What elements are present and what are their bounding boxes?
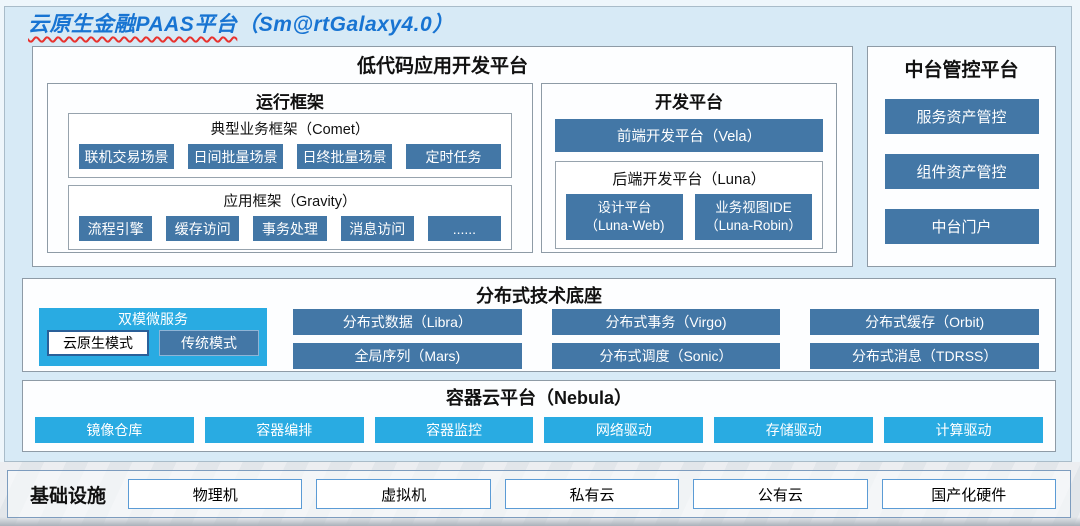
luna-backend-box: 后端开发平台（Luna） 设计平台 （Luna-Web) 业务视图IDE （Lu…: [555, 161, 823, 249]
dual-mode-title: 双模微服务: [118, 311, 188, 327]
distributed-item: 分布式数据（Libra）: [293, 309, 522, 335]
runtime-framework-title: 运行框架: [256, 93, 324, 112]
luna-web-block: 设计平台 （Luna-Web): [566, 194, 683, 240]
luna-web-line1: 设计平台: [597, 200, 652, 216]
container-item: 计算驱动: [884, 417, 1043, 443]
luna-web-line2: （Luna-Web): [584, 218, 665, 233]
comet-framework-title: 典型业务框架（Comet）: [210, 122, 370, 138]
distributed-item: 全局序列（Mars): [293, 343, 522, 369]
container-item: 存储驱动: [714, 417, 874, 443]
comet-item: 日终批量场景: [297, 144, 392, 169]
comet-item: 日间批量场景: [188, 144, 283, 169]
luna-robin-line1: 业务视图IDE: [715, 200, 792, 216]
luna-robin-block: 业务视图IDE （Luna-Robin）: [695, 194, 812, 240]
distributed-items-grid: 分布式数据（Libra） 分布式事务（Virgo) 分布式缓存（Orbit) 全…: [293, 309, 1039, 369]
luna-backend-title: 后端开发平台（Luna）: [612, 171, 766, 188]
container-item: 容器监控: [374, 417, 534, 443]
gravity-item: 流程引擎: [79, 216, 153, 241]
gravity-framework-box: 应用框架（Gravity） 流程引擎 缓存访问 事务处理 消息访问 ......: [68, 185, 512, 250]
lowcode-platform-box: 低代码应用开发平台 运行框架 典型业务框架（Comet） 联机交易场景 日间批量…: [32, 46, 853, 267]
comet-item: 定时任务: [406, 144, 501, 169]
container-items-row: 镜像仓库 容器编排 容器监控 网络驱动 存储驱动 计算驱动: [23, 410, 1055, 443]
lowcode-platform-title: 低代码应用开发平台: [356, 56, 528, 77]
vela-frontend-block: 前端开发平台（Vela）: [555, 119, 823, 152]
distributed-base-box: 分布式技术底座 双模微服务 云原生模式 传统模式 分布式数据（Libra） 分布…: [22, 278, 1056, 372]
luna-items-row: 设计平台 （Luna-Web) 业务视图IDE （Luna-Robin）: [556, 194, 822, 240]
distributed-item: 分布式事务（Virgo): [551, 309, 781, 335]
infrastructure-item: 国产化硬件: [881, 479, 1056, 509]
infrastructure-item: 私有云: [504, 479, 680, 509]
middle-platform-title: 中台管控平台: [904, 60, 1019, 81]
container-cloud-title: 容器云平台（Nebula）: [445, 388, 632, 408]
gravity-item: 事务处理: [253, 216, 327, 241]
dual-mode-row: 云原生模式 传统模式: [39, 330, 267, 356]
gravity-item: ......: [427, 216, 502, 241]
infrastructure-item: 物理机: [128, 479, 303, 509]
gravity-framework-title: 应用框架（Gravity）: [223, 194, 357, 210]
infrastructure-title: 基础设施: [30, 485, 107, 507]
comet-item: 联机交易场景: [79, 144, 174, 169]
infrastructure-items-row: 物理机 虚拟机 私有云 公有云 国产化硬件: [128, 479, 1056, 509]
page-title-main: 云原生金融PAAS平台: [28, 13, 238, 36]
page-title: 云原生金融PAAS平台（Sm@rtGalaxy4.0）: [28, 8, 454, 38]
container-cloud-box: 容器云平台（Nebula） 镜像仓库 容器编排 容器监控 网络驱动 存储驱动 计…: [22, 380, 1056, 452]
middle-platform-item: 服务资产管控: [884, 99, 1039, 134]
distributed-item: 分布式调度（Sonic）: [551, 343, 781, 369]
infrastructure-bar: 基础设施 物理机 虚拟机 私有云 公有云 国产化硬件: [7, 470, 1071, 518]
dev-platform-box: 开发平台 前端开发平台（Vela） 后端开发平台（Luna） 设计平台 （Lun…: [541, 83, 837, 253]
page-title-suffix: （Sm@rtGalaxy4.0）: [237, 13, 454, 36]
dual-mode-microservice-box: 双模微服务 云原生模式 传统模式: [39, 308, 267, 366]
comet-framework-box: 典型业务框架（Comet） 联机交易场景 日间批量场景 日终批量场景 定时任务: [68, 113, 512, 178]
container-item: 容器编排: [204, 417, 364, 443]
gravity-item: 缓存访问: [166, 216, 240, 241]
luna-robin-line2: （Luna-Robin）: [705, 218, 802, 233]
cloud-native-mode-block: 云原生模式: [47, 330, 149, 356]
runtime-framework-box: 运行框架 典型业务框架（Comet） 联机交易场景 日间批量场景 日终批量场景 …: [47, 83, 533, 253]
gravity-item: 消息访问: [340, 216, 414, 241]
middle-platform-box: 中台管控平台 服务资产管控 组件资产管控 中台门户: [867, 46, 1056, 267]
dev-platform-title: 开发平台: [655, 93, 723, 112]
distributed-item: 分布式缓存（Orbit): [810, 309, 1039, 335]
comet-items-row: 联机交易场景 日间批量场景 日终批量场景 定时任务: [69, 144, 511, 177]
middle-platform-item: 中台门户: [884, 209, 1039, 244]
infrastructure-item: 公有云: [693, 479, 868, 509]
distributed-item: 分布式消息（TDRSS）: [810, 343, 1039, 369]
distributed-base-title: 分布式技术底座: [476, 286, 602, 306]
container-item: 镜像仓库: [35, 417, 194, 443]
infrastructure-item: 虚拟机: [316, 479, 491, 509]
container-item: 网络驱动: [544, 417, 704, 443]
traditional-mode-block: 传统模式: [159, 330, 259, 356]
gravity-items-row: 流程引擎 缓存访问 事务处理 消息访问 ......: [69, 216, 511, 249]
middle-platform-item: 组件资产管控: [884, 154, 1039, 189]
